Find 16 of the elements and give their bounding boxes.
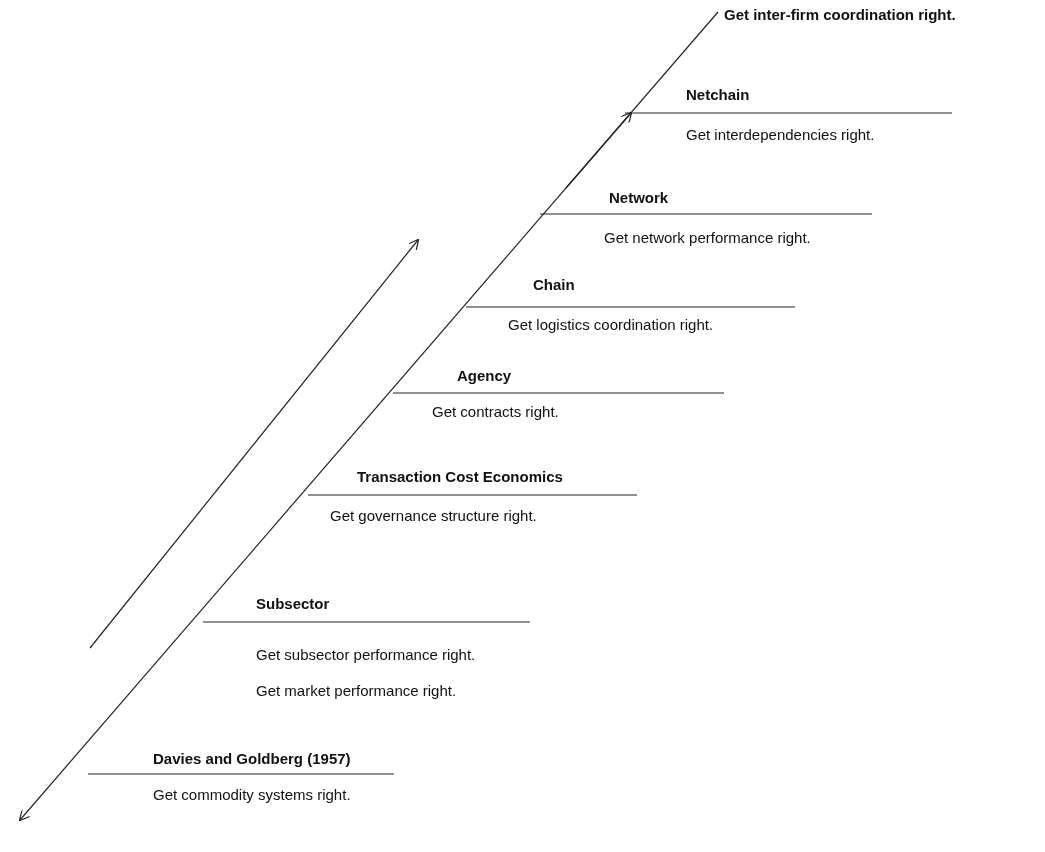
stage-description: Get governance structure right.: [330, 507, 537, 525]
stage-heading: Agency: [457, 367, 512, 385]
stage-heading: Netchain: [686, 86, 750, 104]
stage-description: Get network performance right.: [604, 229, 811, 247]
stage-description: Get logistics coordination right.: [508, 316, 714, 334]
stage-heading: Network: [609, 189, 669, 207]
stage-heading: Get inter-firm coordination right.: [724, 6, 956, 24]
stage-description: Get subsector performance right.: [256, 646, 476, 664]
stage-heading: Davies and Goldberg (1957): [153, 750, 351, 768]
stage-heading: Chain: [533, 276, 575, 294]
stage-heading: Transaction Cost Economics: [357, 468, 563, 486]
stage-description: Get commodity systems right.: [153, 786, 351, 804]
stage-description: Get market performance right.: [256, 682, 457, 700]
stage-heading: Subsector: [256, 595, 330, 613]
stage-description: Get contracts right.: [432, 403, 559, 421]
stage-description: Get interdependencies right.: [686, 126, 875, 144]
